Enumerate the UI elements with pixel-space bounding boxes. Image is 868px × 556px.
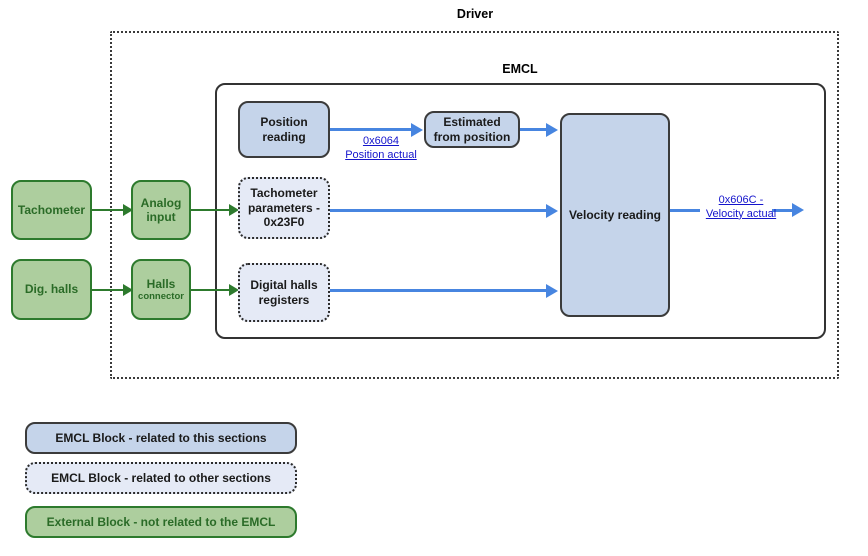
arrowhead-dig-halls-to-halls-connector: [123, 284, 133, 296]
arrowhead-tachometer-to-analog-input: [123, 204, 133, 216]
edge-tachometer-to-analog-input: [92, 209, 125, 212]
edge-dig-halls-to-halls-connector: [92, 289, 125, 292]
driver-boundary: [110, 31, 839, 379]
edge-label-velocity-actual-line2: Velocity actual: [705, 207, 777, 220]
legend-item-external-block: External Block - not related to the EMCL: [25, 506, 297, 538]
arrowhead-tachometer-parameters-to-velocity-reading: [546, 204, 558, 218]
driver-label: Driver: [456, 7, 494, 21]
arrowhead-position-reading-to-estimated: [411, 123, 423, 137]
edge-analog-input-to-tachometer-parameters: [191, 209, 232, 212]
arrowhead-halls-connector-to-digital-halls-registers: [229, 284, 239, 296]
node-tachometer[interactable]: Tachometer: [11, 180, 92, 240]
node-position-reading[interactable]: Position reading: [238, 101, 330, 158]
arrowhead-estimated-to-velocity-reading: [546, 123, 558, 137]
node-velocity-reading[interactable]: Velocity reading: [560, 113, 670, 317]
edge-label-velocity-actual-line1: 0x606C -: [718, 194, 764, 206]
edge-tachometer-parameters-to-velocity-reading: [330, 209, 548, 212]
node-estimated-from-position[interactable]: Estimated from position: [424, 111, 520, 148]
emcl-label: EMCL: [502, 62, 538, 76]
edge-position-reading-to-estimated: [330, 128, 414, 131]
node-digital-halls-registers[interactable]: Digital halls registers: [238, 263, 330, 322]
arrowhead-velocity-reading-output: [792, 203, 804, 217]
legend-item-emcl-this-section: EMCL Block - related to this sections: [25, 422, 297, 454]
edge-estimated-to-velocity-reading: [520, 128, 548, 131]
edge-velocity-reading-output-tail: [772, 209, 794, 212]
node-halls-connector-label-sub: connector: [138, 291, 184, 302]
node-tachometer-parameters[interactable]: Tachometer parameters - 0x23F0: [238, 177, 330, 239]
legend-item-emcl-other-section: EMCL Block - related to other sections: [25, 462, 297, 494]
edge-label-position-actual-line2: Position actual: [345, 148, 417, 161]
node-halls-connector-label-main: Halls: [146, 276, 176, 291]
node-analog-input[interactable]: Analog input: [131, 180, 191, 240]
node-halls-connector[interactable]: Halls connector: [131, 259, 191, 320]
edge-label-position-actual-line1: 0x6064: [362, 135, 400, 147]
arrowhead-digital-halls-registers-to-velocity-reading: [546, 284, 558, 298]
node-dig-halls[interactable]: Dig. halls: [11, 259, 92, 320]
edge-digital-halls-registers-to-velocity-reading: [330, 289, 548, 292]
edge-halls-connector-to-digital-halls-registers: [191, 289, 232, 292]
edge-label-velocity-actual: 0x606C - Velocity actual: [692, 194, 790, 222]
edge-label-position-actual: 0x6064 Position actual: [325, 135, 437, 163]
arrowhead-analog-input-to-tachometer-parameters: [229, 204, 239, 216]
edge-velocity-reading-output-stub: [670, 209, 700, 212]
